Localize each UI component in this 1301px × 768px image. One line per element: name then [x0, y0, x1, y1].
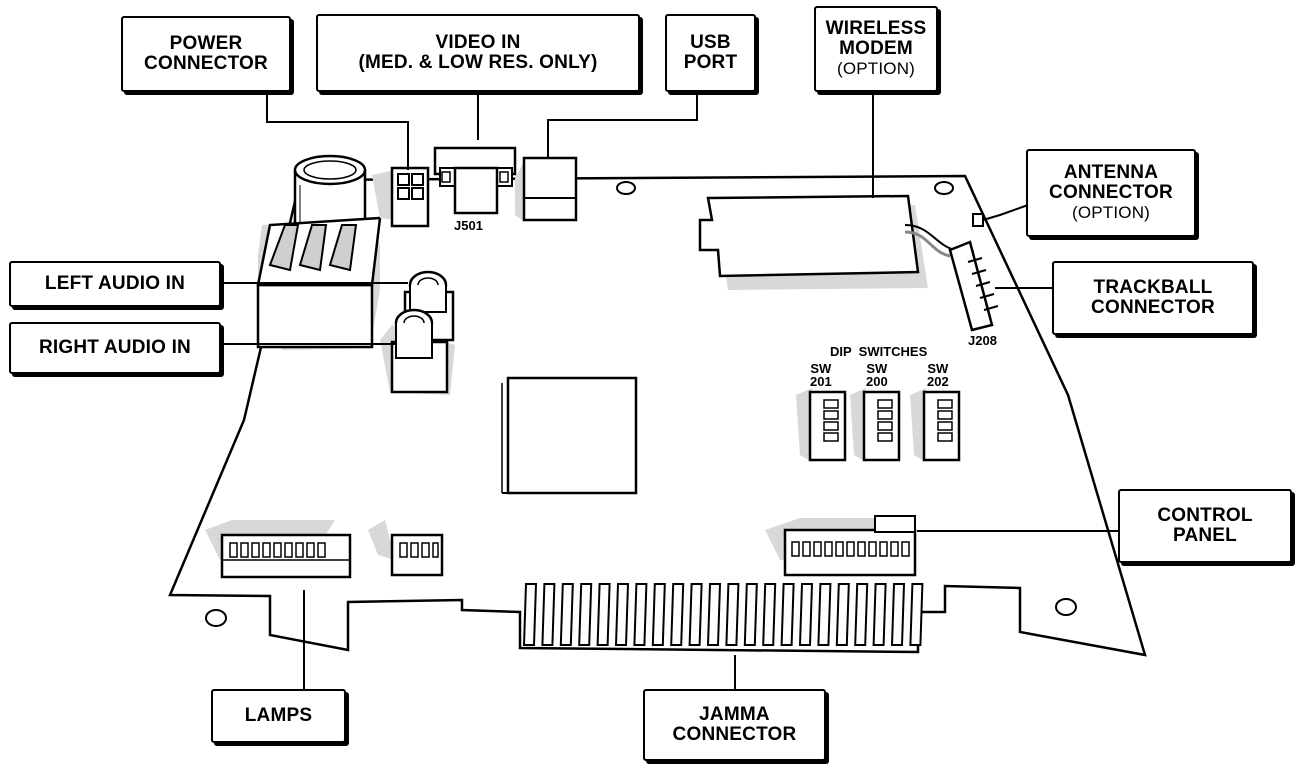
- power-connector-callout: POWER CONNECTOR: [121, 16, 291, 92]
- jamma-finger: [542, 584, 554, 645]
- power-connector-part: [372, 168, 428, 226]
- control-panel-callout: CONTROL PANEL: [1118, 489, 1292, 563]
- jamma-finger: [616, 584, 628, 645]
- antenna-connector-label-line3: (OPTION): [1072, 203, 1150, 223]
- usb-port-callout: USB PORT: [665, 14, 756, 92]
- trackball-connector-label-line2: CONNECTOR: [1091, 298, 1215, 318]
- antenna-connector-label-line1: ANTENNA: [1064, 163, 1158, 183]
- jamma-finger: [818, 584, 830, 645]
- sw200-label-line2: 200: [866, 375, 888, 388]
- left-audio-in-label: LEFT AUDIO IN: [45, 274, 185, 294]
- antenna-connector-callout: ANTENNA CONNECTOR (OPTION): [1026, 149, 1196, 237]
- usb-port-part: [515, 158, 576, 222]
- sw202-label: SW 202: [927, 362, 949, 388]
- jamma-finger: [598, 584, 610, 645]
- jamma-connector-callout: JAMMA CONNECTOR: [643, 689, 826, 761]
- usb-port-label-line1: USB: [690, 33, 731, 53]
- power-connector-label-line1: POWER: [170, 34, 243, 54]
- antenna-connector-label-line2: CONNECTOR: [1049, 183, 1173, 203]
- j501-label: J501: [454, 219, 483, 232]
- sw201-label: SW 201: [810, 362, 832, 388]
- left-audio-in-callout: LEFT AUDIO IN: [9, 261, 221, 307]
- jamma-connector-label-line1: JAMMA: [699, 705, 770, 725]
- jamma-finger: [782, 584, 794, 645]
- video-in-callout: VIDEO IN (MED. & LOW RES. ONLY): [316, 14, 640, 92]
- lamps-label: LAMPS: [245, 706, 313, 726]
- control-panel-label-line2: PANEL: [1173, 526, 1237, 546]
- control-panel-label-line1: CONTROL: [1157, 506, 1252, 526]
- video-in-label-line2: (MED. & LOW RES. ONLY): [358, 53, 597, 73]
- control-panel-connector-part: [765, 516, 915, 575]
- jamma-finger: [855, 584, 867, 645]
- jamma-finger: [561, 584, 573, 645]
- dip-switches-label: DIP SWITCHES: [830, 345, 927, 358]
- sw200-label: SW 200: [866, 362, 888, 388]
- jamma-finger: [690, 584, 702, 645]
- jamma-finger: [671, 584, 683, 645]
- wireless-modem-label-line2: MODEM: [839, 39, 913, 59]
- jamma-finger: [524, 584, 536, 645]
- lamps-connector-part: [205, 520, 350, 577]
- jamma-finger: [874, 584, 886, 645]
- jamma-finger: [653, 584, 665, 645]
- video-in-label-line1: VIDEO IN: [435, 33, 520, 53]
- jamma-finger: [910, 584, 922, 645]
- trackball-connector-label-line1: TRACKBALL: [1094, 278, 1213, 298]
- main-processor-chip: [502, 378, 636, 493]
- right-audio-in-label: RIGHT AUDIO IN: [39, 338, 191, 358]
- wireless-modem-callout: WIRELESS MODEM (OPTION): [814, 6, 938, 92]
- jamma-finger: [579, 584, 591, 645]
- jamma-finger: [708, 584, 720, 645]
- jamma-finger: [837, 584, 849, 645]
- usb-port-label-line2: PORT: [684, 53, 738, 73]
- jamma-finger: [745, 584, 757, 645]
- power-connector-label-line2: CONNECTOR: [144, 54, 268, 74]
- sw202-label-line2: 202: [927, 375, 949, 388]
- j208-label: J208: [968, 334, 997, 347]
- jamma-finger: [892, 584, 904, 645]
- jamma-connector-label-line2: CONNECTOR: [673, 725, 797, 745]
- dip-switches: [796, 388, 959, 462]
- jamma-finger: [726, 584, 738, 645]
- wireless-modem-label-line1: WIRELESS: [826, 19, 927, 39]
- jamma-finger: [800, 584, 812, 645]
- trackball-connector-callout: TRACKBALL CONNECTOR: [1052, 261, 1254, 335]
- jamma-finger: [634, 584, 646, 645]
- wireless-modem-label-line3: (OPTION): [837, 59, 915, 79]
- sw201-label-line2: 201: [810, 375, 832, 388]
- right-audio-in-callout: RIGHT AUDIO IN: [9, 322, 221, 374]
- lamps-callout: LAMPS: [211, 689, 346, 743]
- jamma-finger: [763, 584, 775, 645]
